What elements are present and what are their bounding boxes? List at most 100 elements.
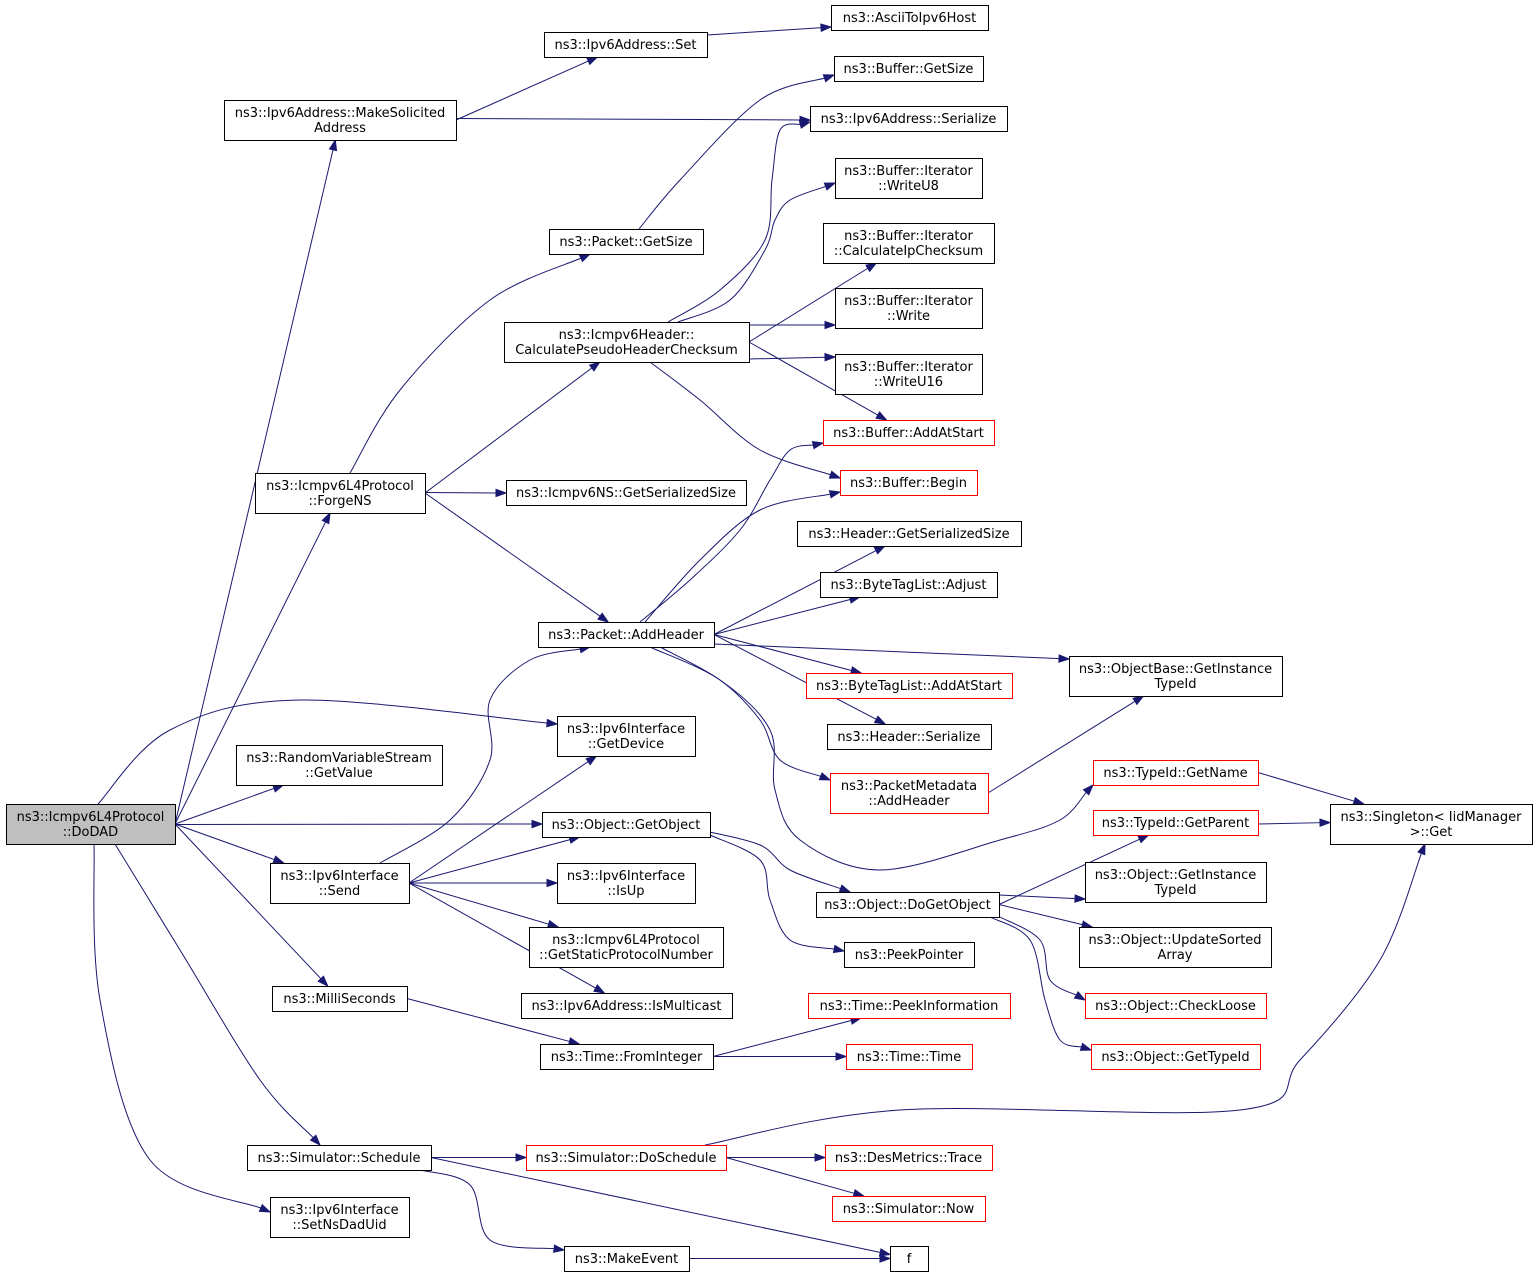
node-ascii[interactable]: ns3::AsciiToIpv6Host — [831, 5, 989, 31]
node-getstaticproto[interactable]: ns3::Icmpv6L4Protocol::GetStaticProtocol… — [529, 927, 724, 968]
call-edge-pmaddheader-objbaseinst — [987, 700, 1137, 794]
call-edge-calcpseudo-begin — [649, 361, 832, 476]
node-nssersize[interactable]: ns3::Icmpv6NS::GetSerializedSize — [506, 480, 747, 506]
arrowhead-addheader-typeidgetname — [1082, 783, 1095, 796]
node-getobject[interactable]: ns3::Object::GetObject — [542, 812, 711, 838]
arrowhead-dodad-milliseconds — [317, 975, 329, 988]
node-box-ascii — [831, 5, 989, 31]
node-box-singleton — [1330, 804, 1533, 845]
node-label: Address — [314, 121, 366, 136]
node-pmaddheader[interactable]: ns3::PacketMetadata::AddHeader — [830, 773, 989, 814]
node-label: ns3::ObjectBase::GetInstance — [1079, 662, 1272, 677]
node-bufgetsize[interactable]: ns3::Buffer::GetSize — [834, 56, 984, 82]
node-ifisup[interactable]: ns3::Ipv6Interface::IsUp — [557, 863, 696, 904]
call-edge-forgens-calcpseudo — [424, 366, 593, 494]
node-btladjust[interactable]: ns3::ByteTagList::Adjust — [820, 572, 998, 598]
node-desmetrics[interactable]: ns3::DesMetrics::Trace — [825, 1145, 993, 1171]
node-label: ::SetNsDadUid — [292, 1218, 386, 1233]
node-label: ns3::Ipv6Address::Serialize — [821, 112, 997, 127]
node-setnsdaduid[interactable]: ns3::Ipv6Interface::SetNsDadUid — [270, 1197, 410, 1238]
node-box-frominteger — [540, 1044, 714, 1070]
node-ipv6ser[interactable]: ns3::Ipv6Address::Serialize — [810, 106, 1008, 132]
node-writeu8[interactable]: ns3::Buffer::Iterator::WriteU8 — [835, 158, 983, 199]
node-typeidgetparent[interactable]: ns3::TypeId::GetParent — [1093, 810, 1259, 836]
node-box-simnow — [832, 1196, 986, 1222]
node-simnow[interactable]: ns3::Simulator::Now — [832, 1196, 986, 1222]
node-writeu16[interactable]: ns3::Buffer::Iterator::WriteU16 — [835, 354, 983, 395]
node-label: ::AddHeader — [868, 794, 950, 809]
node-ifsend[interactable]: ns3::Ipv6Interface::Send — [270, 863, 410, 904]
call-edge-addheader-pmaddheader — [659, 646, 822, 778]
arrowhead-typeidgetparent-singleton — [1319, 818, 1332, 828]
node-label: ns3::PacketMetadata — [841, 779, 977, 794]
call-edge-ifsend-addheader — [379, 648, 582, 864]
call-edge-calcpseudo-addatstart — [748, 341, 879, 416]
node-box-peekpointer — [844, 942, 975, 968]
node-ifgetdevice[interactable]: ns3::Ipv6Interface::GetDevice — [557, 716, 696, 757]
node-rvsgetvalue[interactable]: ns3::RandomVariableStream::GetValue — [236, 745, 443, 786]
arrowhead-schedule-f — [878, 1248, 892, 1257]
node-box-getobject — [542, 812, 711, 838]
arrowhead-forgens-calcpseudo — [588, 361, 601, 372]
node-forgens[interactable]: ns3::Icmpv6L4Protocol::ForgeNS — [255, 473, 426, 514]
node-label: ::ForgeNS — [308, 494, 371, 509]
node-box-bufgetsize — [834, 56, 984, 82]
node-label: ::WriteU8 — [878, 179, 939, 194]
arrowhead-calcpseudo-ipv6ser — [798, 120, 812, 129]
node-box-rvsgetvalue — [236, 745, 443, 786]
node-checkloose[interactable]: ns3::Object::CheckLoose — [1085, 993, 1267, 1019]
call-edge-addheader-addatstart — [639, 444, 815, 623]
arrowhead-frominteger-timetime — [835, 1052, 848, 1061]
node-addheader[interactable]: ns3::Packet::AddHeader — [538, 622, 715, 648]
node-typeidgetname[interactable]: ns3::TypeId::GetName — [1093, 760, 1259, 786]
node-addatstart[interactable]: ns3::Buffer::AddAtStart — [823, 420, 995, 446]
node-label: ns3::Header::GetSerializedSize — [808, 527, 1009, 542]
node-milliseconds[interactable]: ns3::MilliSeconds — [272, 986, 408, 1012]
node-label: >::Get — [1410, 825, 1453, 840]
node-calcip[interactable]: ns3::Buffer::Iterator::CalculateIpChecks… — [823, 223, 995, 264]
node-doschedule[interactable]: ns3::Simulator::DoSchedule — [526, 1145, 727, 1171]
call-edge-frominteger-peekinfo — [712, 1019, 853, 1057]
arrowhead-dodad-forgens — [321, 511, 331, 525]
node-hdrser[interactable]: ns3::Header::Serialize — [827, 724, 992, 750]
node-label: ::Send — [319, 884, 361, 899]
call-edge-dodad-forgens — [174, 520, 327, 825]
node-btladdstart[interactable]: ns3::ByteTagList::AddAtStart — [806, 673, 1013, 699]
arrowhead-typeidgetname-singleton — [1352, 796, 1366, 806]
node-schedule[interactable]: ns3::Simulator::Schedule — [247, 1145, 432, 1171]
node-pktgetsize[interactable]: ns3::Packet::GetSize — [549, 229, 704, 255]
node-calcpseudo[interactable]: ns3::Icmpv6Header::CalculatePseudoHeader… — [504, 322, 750, 363]
node-box-btladjust — [820, 572, 998, 598]
node-begin[interactable]: ns3::Buffer::Begin — [840, 470, 978, 496]
node-dogetobject[interactable]: ns3::Object::DoGetObject — [816, 892, 1000, 918]
node-frominteger[interactable]: ns3::Time::FromInteger — [540, 1044, 714, 1070]
call-edge-milliseconds-frominteger — [406, 998, 571, 1043]
node-peekinfo[interactable]: ns3::Time::PeekInformation — [808, 993, 1011, 1019]
arrowhead-makeevent-f — [879, 1254, 892, 1263]
node-makeevent[interactable]: ns3::MakeEvent — [564, 1246, 690, 1272]
node-peekpointer[interactable]: ns3::PeekPointer — [844, 942, 975, 968]
node-label: ns3::Object::UpdateSorted — [1088, 933, 1261, 948]
node-objgettypeid[interactable]: ns3::Object::GetTypeId — [1091, 1044, 1261, 1070]
node-f[interactable]: f — [890, 1246, 929, 1272]
arrowhead-makesol-ipv6set — [586, 56, 599, 66]
node-ismulticast[interactable]: ns3::Ipv6Address::IsMulticast — [521, 993, 733, 1019]
call-edge-addheader-typeidgetname — [649, 646, 1088, 871]
node-label: ns3::Icmpv6Header:: — [559, 328, 695, 343]
node-label: ns3::DesMetrics::Trace — [835, 1151, 982, 1166]
node-label: ns3::MakeEvent — [575, 1252, 679, 1267]
node-timetime[interactable]: ns3::Time::Time — [846, 1044, 973, 1070]
node-hdrsersize[interactable]: ns3::Header::GetSerializedSize — [797, 521, 1022, 547]
arrowhead-dogetobject-checkloose — [1073, 991, 1087, 1001]
node-ipv6set[interactable]: ns3::Ipv6Address::Set — [544, 32, 708, 58]
arrowhead-calcpseudo-writeu16 — [824, 352, 837, 362]
node-label: ns3::Object::CheckLoose — [1095, 999, 1256, 1014]
node-singleton[interactable]: ns3::Singleton< IidManager>::Get — [1330, 804, 1533, 845]
call-edge-dogetobject-objgettypeid — [989, 916, 1083, 1048]
node-write[interactable]: ns3::Buffer::Iterator::Write — [835, 288, 983, 329]
node-dodad[interactable]: ns3::Icmpv6L4Protocol::DoDAD — [6, 804, 176, 845]
